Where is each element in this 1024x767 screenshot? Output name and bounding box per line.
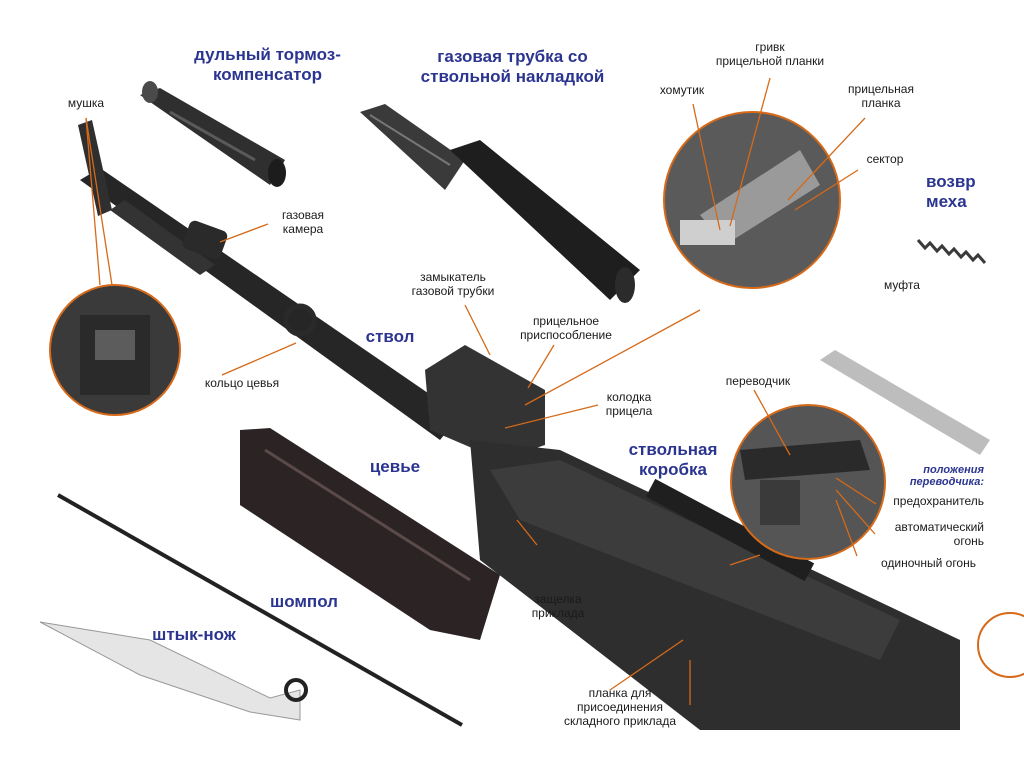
heading-handguard: цевье — [369, 457, 421, 476]
front-sight-inset — [49, 284, 181, 416]
label-sight-leaf: прицельная планка — [848, 82, 914, 110]
heading-cleaning-rod: шомпол — [270, 592, 338, 611]
barrel-part — [78, 120, 460, 440]
label-handguard-ring: кольцо цевья — [204, 376, 280, 390]
label-gas-chamber: газовая камера — [281, 208, 325, 236]
cleaning-rod-part — [57, 493, 463, 727]
label-sight-notch: гривк прицельной планки — [715, 40, 825, 68]
gas-tube-part — [360, 104, 640, 303]
label-sight-assembly: прицельное приспособление — [520, 314, 612, 342]
label-safety: предохранитель — [893, 494, 984, 508]
label-single-fire: одиночный огонь — [880, 556, 976, 570]
heading-recoil-mechanism: возвр меха — [926, 172, 976, 211]
heading-barrel: ствол — [365, 327, 415, 346]
heading-bayonet: штык-нож — [152, 625, 236, 644]
label-selector: переводчик — [725, 374, 791, 388]
receiver-part — [425, 345, 960, 730]
label-gas-tube-lock: замыкатель газовой трубки — [411, 270, 495, 298]
heading-receiver: ствольная коробка — [628, 440, 718, 479]
bayonet-part — [39, 621, 308, 721]
leader-lines — [85, 77, 877, 705]
label-coupling: муфта — [884, 278, 920, 292]
label-front-sight: мушка — [67, 96, 105, 110]
label-clamp: хомутик — [659, 83, 705, 97]
muzzle-brake-part — [140, 81, 286, 187]
recoil-spring-part — [820, 239, 990, 455]
label-stock-latch: защелка приклада — [531, 592, 585, 620]
heading-gas-tube: газовая трубка со ствольной накладкой — [420, 47, 605, 86]
right-edge-inset — [977, 612, 1024, 678]
selector-inset — [730, 404, 886, 560]
label-sight-base: колодка прицела — [605, 390, 653, 418]
handguard-part — [240, 428, 500, 640]
selector-positions-title: положения переводчика: — [909, 464, 984, 488]
sight-inset — [663, 111, 841, 289]
label-sector: сектор — [866, 152, 904, 166]
heading-muzzle-brake: дульный тормоз- компенсатор — [194, 45, 341, 84]
label-auto-fire: автоматический огонь — [894, 520, 984, 548]
label-stock-rail: планка для присоединения складного прикл… — [563, 686, 677, 728]
